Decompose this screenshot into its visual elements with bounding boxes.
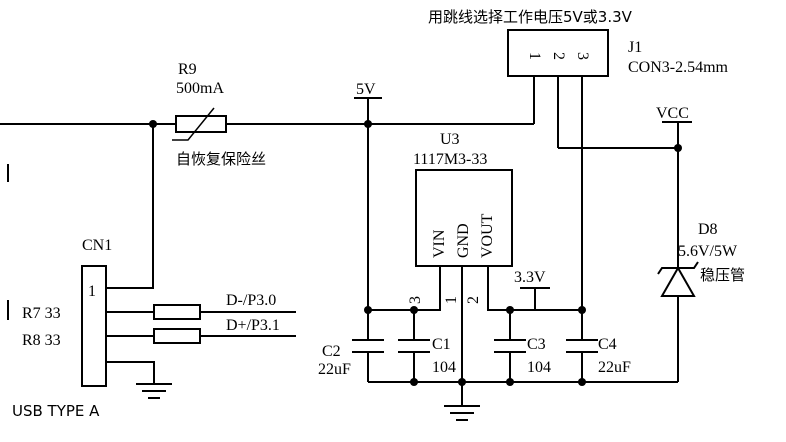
c4-value: 22uF bbox=[598, 359, 631, 376]
c2-ref: C2 bbox=[322, 343, 341, 360]
c2-value: 22uF bbox=[318, 361, 351, 378]
net-vcc-label: VCC bbox=[656, 105, 689, 122]
r8-label: R8 33 bbox=[22, 332, 61, 349]
r9-ref: R9 bbox=[178, 61, 197, 78]
r8-body bbox=[153, 328, 201, 344]
j1-pin-2-label: 2 bbox=[550, 52, 567, 60]
j1-pin-1-label: 1 bbox=[526, 52, 543, 60]
junction-gnd-u3 bbox=[458, 378, 466, 386]
c3-ref: C3 bbox=[527, 336, 546, 353]
cn1-vbus-wire bbox=[106, 124, 154, 289]
net-3v3-label: 3.3V bbox=[514, 269, 546, 286]
j1-value: CON3-2.54mm bbox=[628, 59, 729, 76]
u3-ref: U3 bbox=[440, 131, 460, 148]
junction-gnd-c4 bbox=[578, 378, 586, 386]
cn1-gnd-wire bbox=[106, 361, 155, 384]
u3-value: 1117M3-33 bbox=[413, 151, 487, 168]
u3-pin1-number: 1 bbox=[443, 296, 460, 304]
r9-value: 500mA bbox=[176, 80, 224, 97]
j1-pin-labels: 1 2 3 bbox=[526, 52, 591, 60]
cn1-ref: CN1 bbox=[82, 237, 112, 254]
junction-gnd-c1 bbox=[410, 378, 418, 386]
r7-label: R7 33 bbox=[22, 305, 61, 322]
r9-fuse-body bbox=[175, 115, 227, 133]
cn1-body bbox=[81, 265, 107, 387]
u3-body bbox=[415, 169, 513, 267]
d8-ref: D8 bbox=[698, 221, 718, 238]
u3-pin2-number: 2 bbox=[465, 296, 482, 304]
c4-ref: C4 bbox=[598, 336, 617, 353]
cn1-ground-symbol bbox=[136, 383, 172, 399]
u3-pin3-wire bbox=[368, 266, 441, 311]
u3-pin2-wire bbox=[487, 266, 582, 311]
j1-pin-3-label: 3 bbox=[574, 52, 591, 60]
jumper-note: 用跳线选择工作电压5V或3.3V bbox=[428, 8, 633, 26]
c1-value: 104 bbox=[432, 359, 456, 376]
net-5v-label: 5V bbox=[356, 81, 376, 98]
u3-pin-vout-label: VOUT bbox=[479, 213, 496, 258]
d8-value: 5.6V/5W bbox=[678, 243, 738, 260]
c3-value: 104 bbox=[527, 359, 551, 376]
junction-gnd-c3 bbox=[506, 378, 514, 386]
cn1-pin1-label: 1 bbox=[88, 283, 96, 300]
junction-vcc bbox=[674, 144, 682, 152]
r9-desc: 自恢复保险丝 bbox=[176, 150, 266, 168]
r9-ptc-slash bbox=[172, 107, 215, 141]
junction-c2-top bbox=[364, 306, 372, 314]
dminus-net-label: D-/P3.0 bbox=[226, 292, 276, 309]
dplus-net-label: D+/P3.1 bbox=[226, 317, 280, 334]
u3-pin-vin-label: VIN bbox=[431, 229, 448, 258]
main-ground-symbol bbox=[444, 405, 480, 421]
j1-ref: J1 bbox=[628, 39, 642, 56]
u3-pin3-number: 3 bbox=[407, 296, 424, 304]
u3-pin-gnd-label: GND bbox=[455, 223, 472, 258]
cn1-type: USB TYPE A bbox=[12, 402, 100, 420]
c1-ref: C1 bbox=[432, 336, 451, 353]
d8-zener-symbol bbox=[657, 261, 699, 297]
d8-desc: 稳压管 bbox=[700, 266, 745, 284]
r7-body bbox=[153, 304, 201, 320]
